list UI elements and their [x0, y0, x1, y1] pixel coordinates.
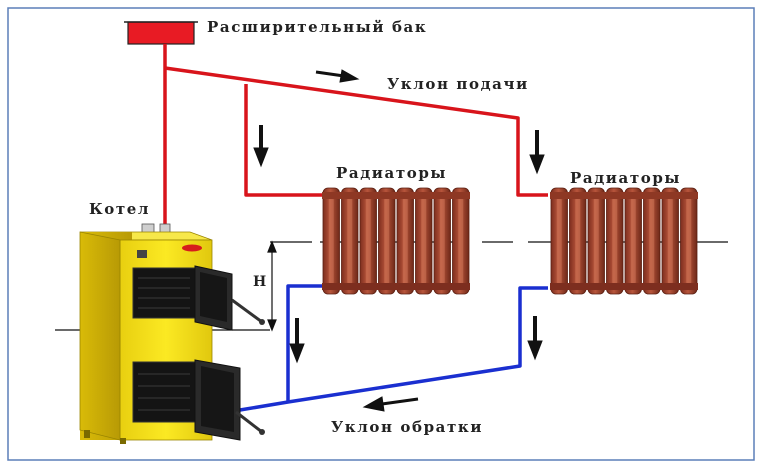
- arrow-icon: [253, 125, 269, 168]
- supply-slope-label: Уклон подачи: [387, 75, 529, 93]
- radiator-fin: [593, 198, 599, 284]
- radiator-right: [550, 187, 698, 295]
- radiator-fin: [458, 198, 464, 284]
- radiator-fin: [649, 198, 655, 284]
- flow-arrows: [253, 69, 545, 412]
- radiator-manifold: [550, 283, 698, 290]
- brand-logo-icon: [182, 244, 202, 252]
- radiator-fin: [402, 198, 408, 284]
- radiator-fin: [667, 198, 673, 284]
- frame-border: [7, 7, 755, 461]
- expansion-tank-label: Расширительный бак: [207, 18, 428, 36]
- radiator-manifold: [322, 283, 470, 290]
- radiator-fin: [556, 198, 562, 284]
- boiler: [79, 223, 265, 444]
- radiators-right-label: Радиаторы: [570, 169, 682, 187]
- radiator-fin: [575, 198, 581, 284]
- radiators-left-label: Радиаторы: [336, 164, 448, 182]
- arrow-icon: [362, 396, 419, 412]
- radiator-fin: [347, 198, 353, 284]
- radiator-fin: [421, 198, 427, 284]
- height-dimension: [267, 240, 277, 332]
- expansion-tank: [124, 21, 198, 45]
- arrow-icon: [315, 69, 360, 83]
- radiator-manifold: [322, 192, 470, 199]
- return-slope-label: Уклон обратки: [331, 418, 484, 436]
- arrow-icon: [289, 318, 305, 364]
- radiator-fin: [630, 198, 636, 284]
- arrow-icon: [529, 130, 545, 175]
- radiator-fin: [365, 198, 371, 284]
- arrow-icon: [527, 316, 543, 361]
- return-pipe: [239, 284, 548, 412]
- radiator-fin: [328, 198, 334, 284]
- radiator-manifold: [550, 192, 698, 199]
- boiler-label: Котел: [89, 200, 151, 218]
- radiator-left: [322, 187, 470, 295]
- radiator-fin: [439, 198, 445, 284]
- radiator-fin: [384, 198, 390, 284]
- radiator-fin: [612, 198, 618, 284]
- height-label: H: [253, 274, 267, 290]
- radiator-fin: [686, 198, 692, 284]
- supply-pipe: [163, 44, 548, 232]
